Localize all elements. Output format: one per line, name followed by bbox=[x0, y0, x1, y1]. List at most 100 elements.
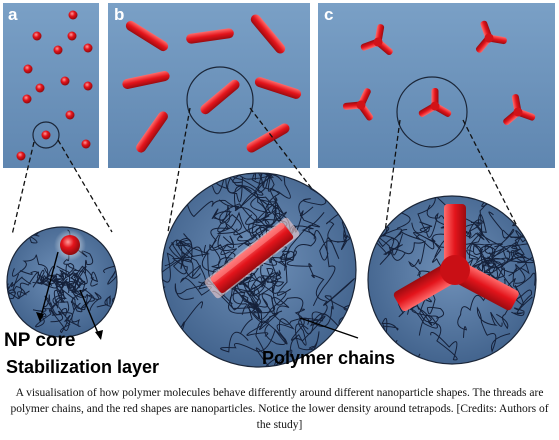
tetrapod-particle bbox=[475, 20, 507, 53]
polymer-chain bbox=[41, 275, 77, 294]
rod-particle bbox=[136, 111, 168, 153]
polymer-chain bbox=[286, 211, 327, 302]
label-arrows bbox=[39, 251, 359, 339]
np-core-arrow bbox=[39, 251, 59, 321]
polymer-chain bbox=[241, 293, 310, 325]
polymer-chain bbox=[389, 233, 426, 276]
sphere-particle bbox=[32, 31, 42, 41]
sphere-particle bbox=[83, 81, 93, 91]
sphere-particle bbox=[53, 45, 63, 55]
polymer-chain bbox=[218, 173, 291, 212]
sphere-particle bbox=[60, 76, 70, 86]
polymer-chain bbox=[312, 229, 340, 307]
sphere-particle bbox=[65, 110, 75, 120]
polymer-chain bbox=[32, 289, 71, 323]
magnifier-ring-a bbox=[32, 121, 60, 149]
polymer-chain bbox=[488, 211, 527, 257]
polymer-chain bbox=[71, 265, 88, 288]
polymer-chain bbox=[44, 285, 70, 314]
rods-group bbox=[122, 14, 302, 153]
polymer-chain bbox=[295, 323, 341, 367]
polymer-chain bbox=[7, 276, 32, 300]
polymer-chain bbox=[419, 212, 481, 238]
rod-particle bbox=[200, 79, 240, 115]
tetrapod-particle bbox=[503, 94, 536, 126]
polymer-chain bbox=[254, 173, 314, 233]
polymer-chain bbox=[220, 318, 295, 353]
sphere-particle bbox=[41, 130, 51, 140]
polymer-chain bbox=[12, 271, 40, 300]
sphere-particle bbox=[16, 151, 26, 161]
rod-particle bbox=[186, 28, 234, 44]
polymer-chain bbox=[32, 274, 64, 289]
sphere-particle bbox=[68, 10, 78, 20]
rod-particle bbox=[125, 20, 169, 52]
magnifier-ring-c bbox=[396, 76, 468, 148]
polymer-chain bbox=[248, 315, 326, 367]
rod-particle bbox=[254, 77, 302, 99]
polymer-chain bbox=[212, 283, 262, 313]
magnifier-ring-b bbox=[186, 66, 254, 134]
sphere-particle bbox=[81, 139, 91, 149]
np-core-label: NP core bbox=[4, 330, 75, 351]
polymer-chain bbox=[103, 264, 117, 285]
polymer-chain bbox=[246, 296, 290, 337]
polymer-chain bbox=[472, 257, 506, 281]
stabilization-arrow bbox=[79, 289, 101, 339]
polymer-chains-b bbox=[162, 173, 356, 367]
polymer-chain bbox=[255, 320, 286, 367]
panel-letter-a: a bbox=[8, 5, 18, 24]
polymer-chain bbox=[71, 291, 102, 313]
connector-line bbox=[384, 119, 401, 233]
polymer-chain bbox=[511, 289, 533, 317]
panel-c bbox=[318, 3, 555, 168]
tetrapods-group bbox=[343, 20, 536, 126]
np-core-sphere bbox=[60, 235, 80, 255]
stabilization-layer-label: Stabilization layer bbox=[6, 357, 159, 377]
rod-particle bbox=[122, 71, 170, 89]
sphere-particle bbox=[22, 94, 32, 104]
polymer-chains-label: Polymer chains bbox=[262, 348, 395, 368]
connector-line bbox=[167, 107, 191, 233]
spheres-group bbox=[16, 10, 93, 161]
polymer-chain bbox=[43, 294, 68, 317]
sphere-particle bbox=[83, 43, 93, 53]
sphere-particle bbox=[23, 64, 33, 74]
polymer-chain bbox=[308, 295, 356, 328]
panel-a bbox=[3, 3, 99, 168]
polymer-chain bbox=[62, 272, 81, 293]
rod-particle bbox=[246, 123, 290, 153]
polymer-chain bbox=[203, 205, 232, 254]
polymer-chain bbox=[256, 277, 355, 335]
tetrapod-particle bbox=[418, 88, 452, 117]
polymer-chain bbox=[368, 235, 406, 265]
polymer-chain bbox=[290, 308, 356, 346]
connector-line bbox=[57, 139, 113, 233]
panel-letter-c: c bbox=[324, 5, 333, 24]
sphere-particle bbox=[35, 83, 45, 93]
tetrapod-particle bbox=[343, 88, 374, 121]
polymer-chain bbox=[162, 286, 204, 349]
figure-caption: A visualisation of how polymer molecules… bbox=[10, 387, 549, 431]
polymer-chain bbox=[168, 238, 206, 284]
polymer-chain bbox=[411, 305, 458, 361]
polymer-chain bbox=[44, 267, 74, 285]
polymer-chain bbox=[488, 218, 536, 266]
polymer-chain bbox=[501, 248, 527, 284]
rod-particle bbox=[250, 14, 286, 54]
polymer-chain bbox=[479, 245, 509, 289]
polymer-chain bbox=[56, 265, 83, 301]
arrowheads bbox=[36, 312, 103, 340]
panel-letter-b: b bbox=[114, 5, 124, 24]
zoomed-rod bbox=[204, 217, 300, 299]
polymer-chain bbox=[285, 187, 327, 259]
polymer-chain bbox=[325, 212, 350, 250]
connector-line bbox=[462, 119, 521, 233]
polymer-chain bbox=[476, 306, 511, 353]
zoom-circle-b bbox=[161, 172, 357, 368]
tetrapod-particle bbox=[360, 24, 393, 56]
zoomed-tetrapod bbox=[393, 204, 519, 312]
polymer-chains-arrow bbox=[299, 317, 359, 339]
sphere-particle bbox=[67, 31, 77, 41]
